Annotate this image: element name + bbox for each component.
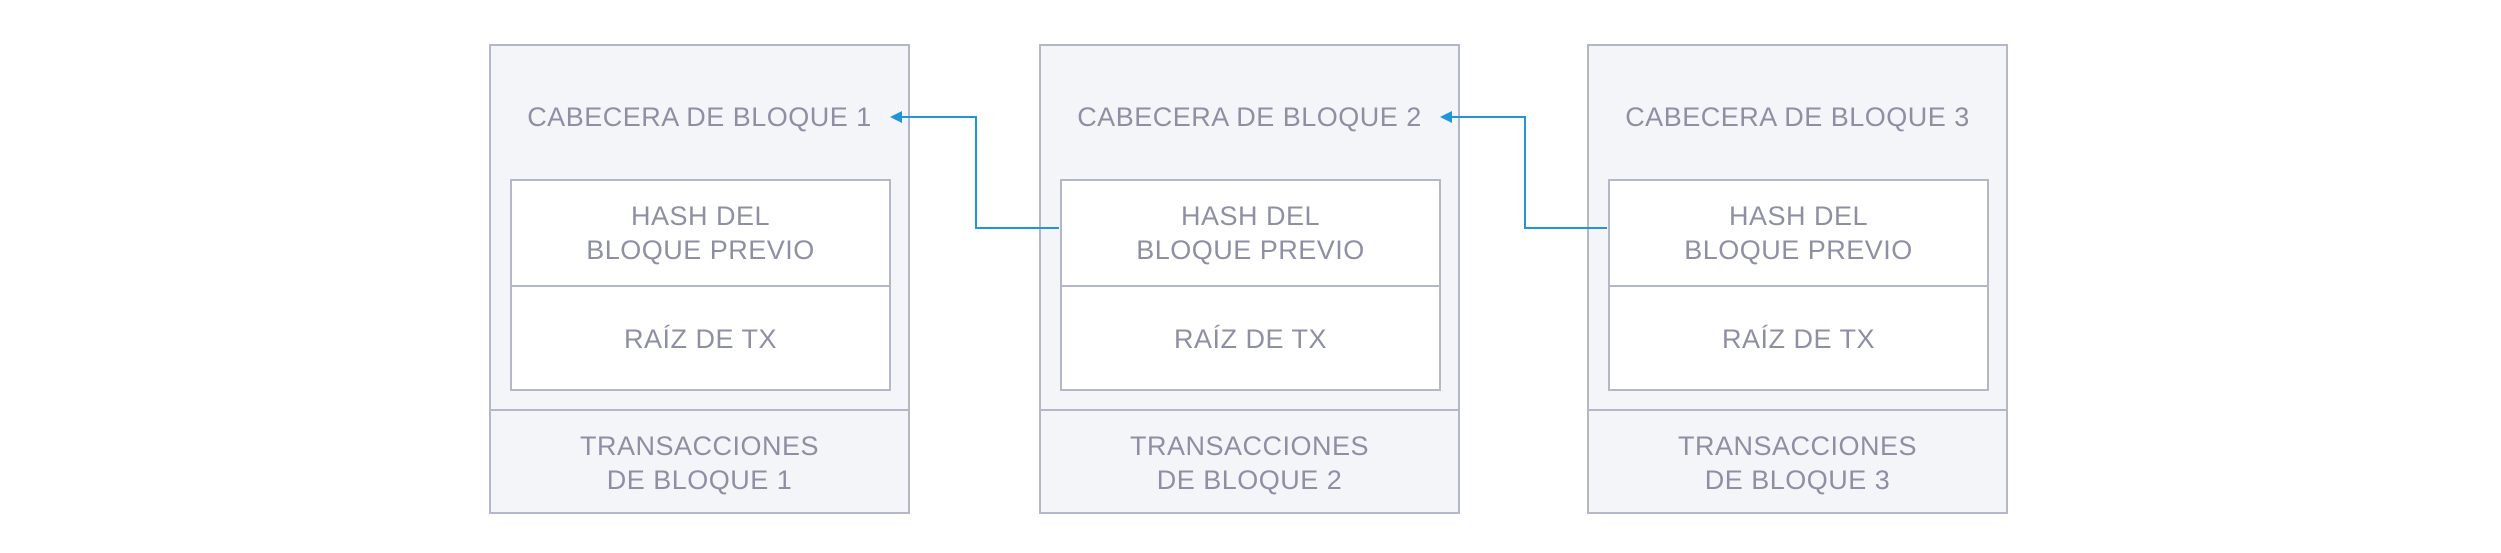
prev-hash-label: HASH DEL BLOQUE PREVIO: [586, 201, 815, 265]
tx-root-label: RAÍZ DE TX: [1721, 324, 1876, 354]
block-header-title: CABECERA DE BLOQUE 3: [1625, 102, 1970, 132]
block-header-title: CABECERA DE BLOQUE 1: [527, 102, 872, 132]
transactions-label: TRANSACCIONES DE BLOQUE 1: [579, 430, 820, 495]
transactions-label: TRANSACCIONES DE BLOQUE 2: [1129, 430, 1370, 495]
prev-hash-field: HASH DEL BLOQUE PREVIO: [1062, 181, 1439, 285]
tx-root-field: RAÍZ DE TX: [1062, 285, 1439, 391]
block-header-fields: HASH DEL BLOQUE PREVIO RAÍZ DE TX: [1060, 179, 1441, 391]
prev-hash-label: HASH DEL BLOQUE PREVIO: [1684, 201, 1913, 265]
block-transactions: TRANSACCIONES DE BLOQUE 1: [491, 409, 908, 514]
block-3: CABECERA DE BLOQUE 3 HASH DEL BLOQUE PRE…: [1587, 44, 2008, 514]
link-block3-to-block2: [1440, 111, 1607, 229]
block-transactions: TRANSACCIONES DE BLOQUE 3: [1589, 409, 2006, 514]
block-1: CABECERA DE BLOQUE 1 HASH DEL BLOQUE PRE…: [489, 44, 910, 514]
link-block2-to-block1: [890, 111, 1059, 229]
tx-root-field: RAÍZ DE TX: [1610, 285, 1987, 391]
prev-hash-field: HASH DEL BLOQUE PREVIO: [1610, 181, 1987, 285]
tx-root-field: RAÍZ DE TX: [512, 285, 889, 391]
transactions-label: TRANSACCIONES DE BLOQUE 3: [1677, 430, 1918, 495]
prev-hash-label: HASH DEL BLOQUE PREVIO: [1136, 201, 1365, 265]
block-header-fields: HASH DEL BLOQUE PREVIO RAÍZ DE TX: [1608, 179, 1989, 391]
block-header-fields: HASH DEL BLOQUE PREVIO RAÍZ DE TX: [510, 179, 891, 391]
block-header-title: CABECERA DE BLOQUE 2: [1077, 102, 1422, 132]
tx-root-label: RAÍZ DE TX: [623, 324, 778, 354]
tx-root-label: RAÍZ DE TX: [1173, 324, 1328, 354]
prev-hash-field: HASH DEL BLOQUE PREVIO: [512, 181, 889, 285]
block-transactions: TRANSACCIONES DE BLOQUE 2: [1041, 409, 1458, 514]
block-2: CABECERA DE BLOQUE 2 HASH DEL BLOQUE PRE…: [1039, 44, 1460, 514]
